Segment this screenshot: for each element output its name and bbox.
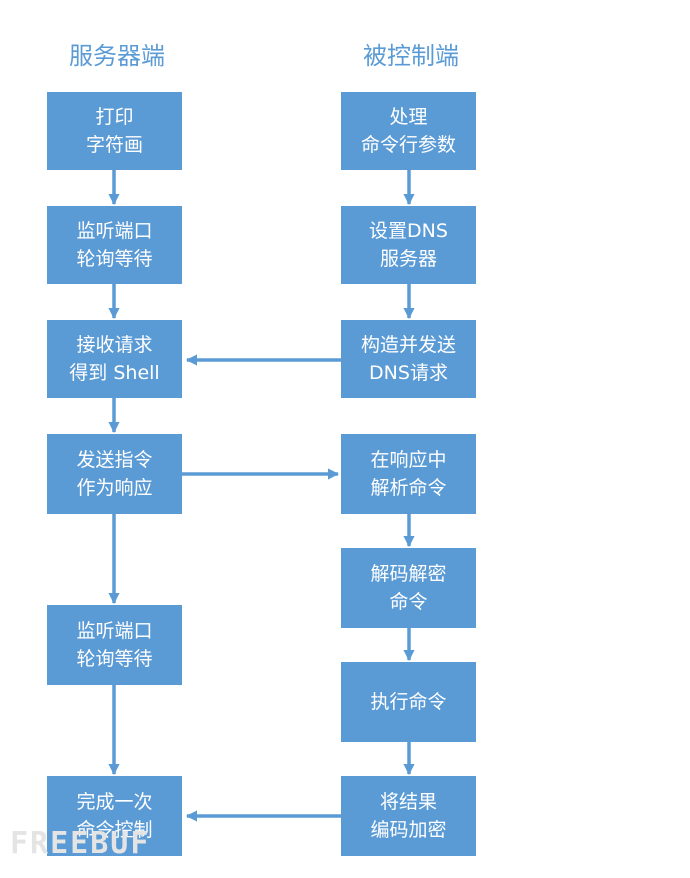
client-step-1-line2: 命令行参数 bbox=[360, 134, 456, 156]
server-step-4-line1: 发送指令 bbox=[76, 449, 153, 471]
client-step-1-line1: 处理 bbox=[389, 106, 428, 128]
client-step-execute: 执行命令 bbox=[341, 662, 476, 742]
client-step-send-dns: 构造并发送 DNS请求 bbox=[341, 320, 476, 398]
client-step-5-line1: 解码解密 bbox=[370, 563, 447, 585]
client-step-decode: 解码解密 命令 bbox=[341, 548, 476, 628]
server-step-3-line1: 接收请求 bbox=[76, 334, 153, 356]
client-step-6-line1: 执行命令 bbox=[370, 691, 447, 713]
client-step-3-line2: DNS请求 bbox=[369, 362, 448, 384]
client-step-4-line1: 在响应中 bbox=[370, 449, 447, 471]
server-step-6-line1: 完成一次 bbox=[76, 791, 153, 813]
server-step-complete: 完成一次 命令控制 bbox=[47, 776, 182, 856]
server-step-3-line2: 得到 Shell bbox=[69, 362, 160, 384]
client-step-7-line2: 编码加密 bbox=[370, 819, 447, 841]
client-step-parse-response: 在响应中 解析命令 bbox=[341, 434, 476, 514]
client-step-4-line2: 解析命令 bbox=[370, 477, 447, 499]
server-column-title: 服务器端 bbox=[69, 42, 165, 70]
server-step-listen: 监听端口 轮询等待 bbox=[47, 206, 182, 284]
server-step-5-line2: 轮询等待 bbox=[76, 648, 153, 670]
server-step-4-line2: 作为响应 bbox=[76, 477, 153, 499]
server-step-2-line1: 监听端口 bbox=[76, 220, 153, 242]
server-step-1-line2: 字符画 bbox=[85, 134, 143, 156]
client-step-2-line2: 服务器 bbox=[379, 248, 437, 270]
client-step-set-dns: 设置DNS 服务器 bbox=[341, 206, 476, 284]
client-step-2-line1: 设置DNS bbox=[369, 220, 448, 242]
server-step-send-command: 发送指令 作为响应 bbox=[47, 434, 182, 514]
server-step-listen-again: 监听端口 轮询等待 bbox=[47, 605, 182, 685]
client-step-parse-args: 处理 命令行参数 bbox=[341, 92, 476, 170]
server-step-2-line2: 轮询等待 bbox=[76, 248, 153, 270]
client-step-5-line2: 命令 bbox=[389, 591, 428, 613]
client-step-encode-result: 将结果 编码加密 bbox=[341, 776, 476, 856]
server-step-receive: 接收请求 得到 Shell bbox=[47, 320, 182, 398]
client-column-title: 被控制端 bbox=[363, 42, 459, 70]
server-step-print-ascii: 打印 字符画 bbox=[47, 92, 182, 170]
client-step-3-line1: 构造并发送 bbox=[360, 334, 456, 356]
server-step-6-line2: 命令控制 bbox=[76, 819, 153, 841]
server-step-1-line1: 打印 bbox=[95, 106, 134, 128]
watermark: FREEBUF bbox=[10, 826, 151, 861]
client-step-7-line1: 将结果 bbox=[379, 791, 437, 813]
server-step-5-line1: 监听端口 bbox=[76, 620, 153, 642]
